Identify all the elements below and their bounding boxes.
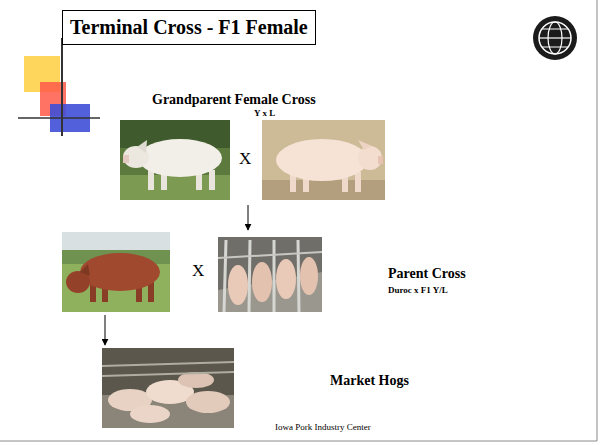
stage-heading: Parent Cross (388, 266, 466, 282)
stage-subheading: Y x L (254, 108, 275, 118)
border-line (597, 0, 598, 441)
pig-body (138, 139, 222, 177)
cross-sign: X (192, 261, 204, 281)
pig-body (276, 139, 368, 181)
stage-arrow (105, 315, 106, 345)
cross-stage: Parent CrossDuroc x F1 Y/L (58, 230, 478, 315)
logo-parallel (542, 29, 568, 30)
crate-bar (224, 240, 226, 312)
crate-rail (218, 252, 322, 258)
credit-note: Iowa Pork Industry Center (275, 422, 371, 432)
logo-parallel (542, 47, 568, 48)
hog-body (130, 405, 170, 423)
sow-body (252, 262, 272, 302)
decor-line (18, 117, 100, 119)
yorkshire-photo (120, 120, 230, 200)
photo-ground (120, 120, 230, 200)
pig-snout (378, 156, 383, 164)
logo-globe (533, 16, 577, 60)
photo-grass (62, 232, 170, 312)
crate-bar (298, 240, 299, 312)
photo-floor (262, 180, 385, 200)
photo-wall (262, 120, 385, 200)
photo-barn (102, 348, 234, 428)
pen-rail (102, 372, 234, 376)
pig-ear (80, 264, 90, 276)
duroc-photo (62, 232, 170, 312)
crate-bar (249, 240, 250, 312)
slide-title: Terminal Cross - F1 Female (62, 10, 316, 45)
logo-ring (539, 22, 571, 54)
sow-body (300, 257, 318, 295)
market-hog-photo (102, 348, 234, 428)
pig-ear (137, 140, 147, 153)
pen-rail (102, 362, 234, 366)
pig-snout (123, 155, 129, 163)
cross-stage: Market Hogs (98, 345, 418, 418)
photo-barn (218, 237, 322, 312)
pig-head (358, 146, 382, 170)
sow-body (228, 265, 248, 305)
crate-bar (273, 240, 276, 312)
decor-squares (18, 38, 100, 136)
border-line (0, 441, 597, 442)
cross-stage: Grandparent Female CrossY x L (115, 92, 390, 205)
landrace-photo (262, 120, 385, 200)
pig-leg (355, 172, 361, 192)
decor-line (61, 38, 63, 136)
stage-arrow (248, 205, 249, 230)
stage-heading: Grandparent Female Cross (152, 92, 316, 108)
pig-ear (358, 140, 372, 150)
stage-subheading: Duroc x F1 Y/L (388, 285, 448, 295)
pig-body (80, 253, 160, 291)
pig-leg (209, 170, 215, 190)
logo-disc (533, 16, 577, 60)
pig-leg (148, 170, 154, 190)
stage-heading: Market Hogs (330, 373, 409, 389)
sow-crate-photo (218, 237, 322, 312)
sow-body (276, 259, 296, 299)
hog-body (186, 391, 230, 413)
cross-sign: X (239, 149, 251, 169)
photo-sky (62, 232, 170, 250)
logo-parallel (539, 37, 571, 38)
